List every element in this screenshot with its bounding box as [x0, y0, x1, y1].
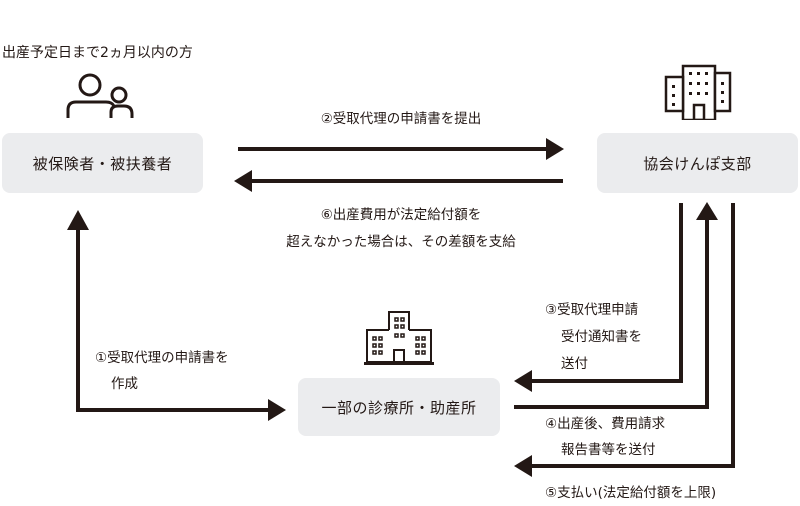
step3-label-line3: 送付	[561, 356, 588, 372]
arrow-step1-line	[76, 228, 270, 412]
step5-label: ⑤支払い(法定給付額を上限)	[545, 485, 717, 501]
arrowhead-step1-right	[268, 399, 286, 421]
arrowhead-step1-up	[67, 210, 89, 230]
eligibility-note: 出産予定日まで2ヵ月以内の方	[2, 45, 193, 61]
arrowhead-step2	[546, 138, 564, 160]
step1-label-line1: ①受取代理の申請書を	[95, 350, 229, 366]
arrowhead-step6	[234, 170, 252, 192]
office-building-icon	[664, 64, 732, 120]
node-clinic: 一部の診療所・助産所	[298, 378, 500, 436]
arrowhead-step4	[696, 202, 718, 220]
step4-label-line1: ④出産後、費用請求	[545, 416, 666, 432]
hospital-icon	[364, 311, 434, 365]
step3-label-line1: ③受取代理申請	[545, 302, 639, 318]
arrow-step3-line	[530, 203, 683, 383]
node-insured: 被保険者・被扶養者	[2, 133, 203, 193]
step3-label-line2: 受付通知書を	[561, 329, 642, 345]
step2-label: ②受取代理の申請書を提出	[320, 111, 482, 127]
node-kyokai-branch: 協会けんぽ支部	[597, 133, 798, 193]
arrow-step5-line	[530, 203, 735, 468]
step4-label-line2: 報告書等を送付	[561, 442, 656, 458]
arrow-step4-line	[514, 218, 709, 409]
arrowhead-step5	[514, 455, 532, 477]
step6-label-line1: ⑥出産費用が法定給付額を	[320, 207, 482, 223]
step1-label-line2: 作成	[111, 376, 138, 392]
people-icon	[66, 73, 134, 118]
arrowhead-step3	[514, 370, 532, 392]
step6-label-line2: 超えなかった場合は、その差額を支給	[286, 234, 516, 250]
